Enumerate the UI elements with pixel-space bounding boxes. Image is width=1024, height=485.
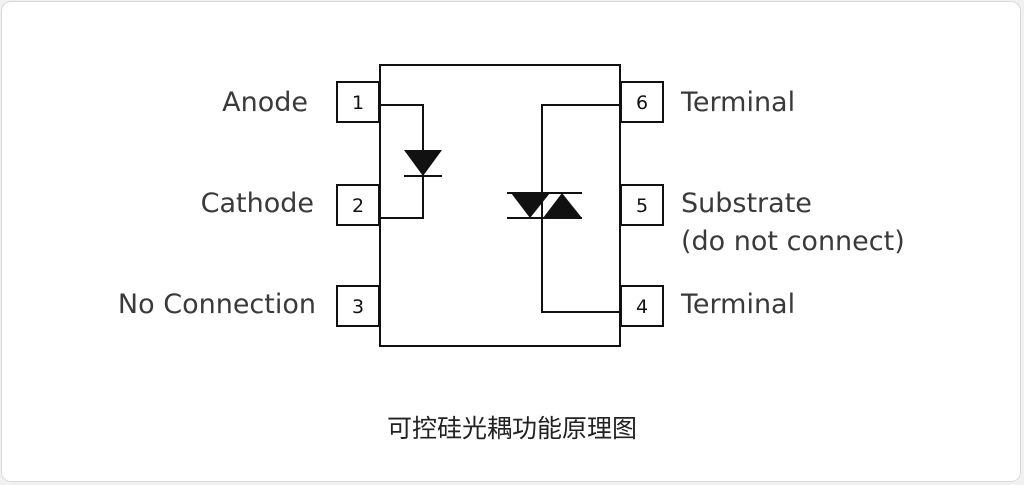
pin-5-label: Substrate [681, 188, 812, 219]
pin-6-number: 6 [636, 92, 648, 114]
pin-4-box [620, 285, 664, 327]
pin-3-number: 3 [352, 296, 364, 318]
diagram-caption: 可控硅光耦功能原理图 [386, 414, 637, 443]
pin-3-box [336, 285, 380, 327]
pin-5-box [620, 184, 664, 226]
pin-2-number: 2 [352, 195, 364, 217]
triac-down-triangle-icon [511, 193, 550, 218]
pin-5-number: 5 [636, 195, 648, 217]
triac-up-triangle-icon [543, 193, 582, 218]
ic-body [379, 64, 621, 347]
pin-2-label: Cathode [201, 188, 314, 219]
pin-6-box [620, 81, 664, 123]
pin-4-number: 4 [636, 296, 648, 318]
pin-6-label: Terminal [680, 87, 795, 118]
led-diode-icon [404, 150, 442, 176]
triac-wire [541, 104, 620, 313]
pin-5-sublabel: (do not connect) [681, 226, 905, 257]
pin-1-box [336, 81, 380, 123]
pin-4-label: Terminal [680, 289, 795, 320]
pin-1-number: 1 [352, 92, 364, 114]
pin-2-box [336, 184, 380, 226]
pin-1-label: Anode [222, 87, 308, 118]
pin-3-label: No Connection [118, 289, 316, 320]
